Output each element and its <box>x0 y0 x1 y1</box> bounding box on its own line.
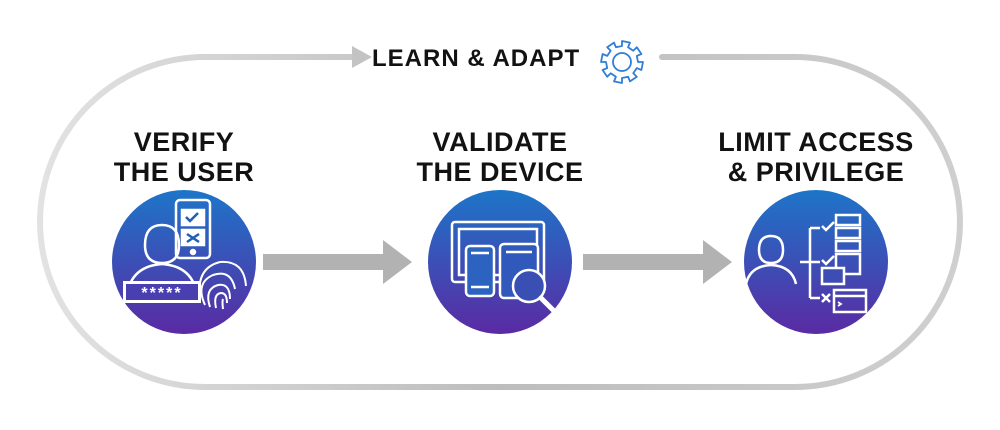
stage-1-title: VERIFY THE USER <box>54 127 314 187</box>
fingerprint-icon <box>198 260 247 310</box>
password-mask: ***** <box>141 285 182 302</box>
arrow-2 <box>583 240 732 284</box>
user-credentials-icon: ***** <box>112 190 256 334</box>
stage-3-line-2: & PRIVILEGE <box>727 157 905 187</box>
stage-1-line-2: THE USER <box>113 157 255 187</box>
arrow-1 <box>263 240 412 284</box>
stage-3-title: LIMIT ACCESS & PRIVILEGE <box>686 127 946 187</box>
loop-arrowhead <box>352 46 372 68</box>
stage-3-line-1: LIMIT ACCESS <box>718 127 914 157</box>
feedback-loop <box>37 46 963 390</box>
stage-1-line-1: VERIFY <box>133 127 235 157</box>
stage-2-line-2: THE DEVICE <box>416 157 584 187</box>
access-control-icon <box>744 190 888 334</box>
stage-2-line-1: VALIDATE <box>432 127 568 157</box>
devices-icon <box>428 190 572 334</box>
stage-2-title: VALIDATE THE DEVICE <box>370 127 630 187</box>
gear-icon <box>600 40 644 84</box>
cycle-label: LEARN & ADAPT <box>372 45 581 72</box>
